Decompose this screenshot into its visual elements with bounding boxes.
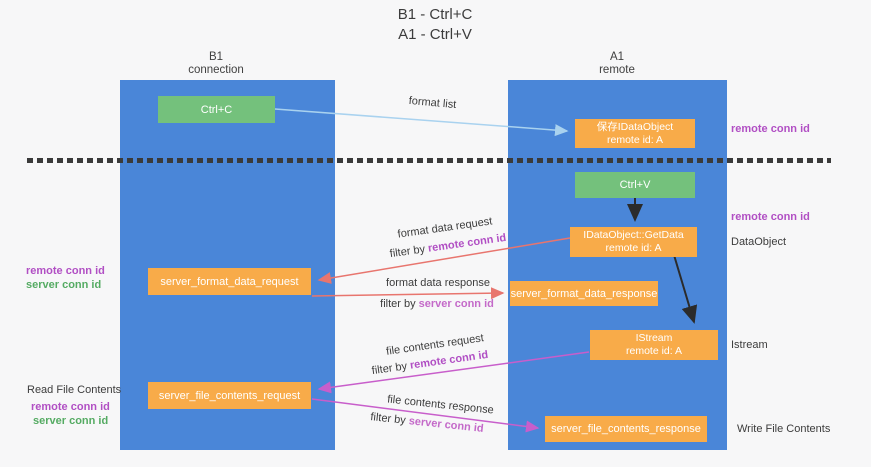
title-line-1: B1 - Ctrl+C <box>397 6 473 23</box>
node-server-format-data-response-label: server_format_data_response <box>510 287 658 300</box>
node-getdata-line2: remote id: A <box>605 242 662 254</box>
filter-key-server-conn-id: server conn id <box>418 298 494 310</box>
lane-header-a1: A1 remote <box>557 51 677 77</box>
annot-dataobject: DataObject <box>731 236 787 248</box>
annot-read-file-contents: Read File Contents <box>27 384 122 396</box>
annot-left-bottom-remote-conn-id: remote conn id <box>31 401 110 413</box>
node-server-file-contents-request-label: server_file_contents_request <box>158 389 301 402</box>
node-server-format-data-request: server_format_data_request <box>148 268 311 295</box>
edge-label-format-data-response-filter: filter by server conn id <box>372 298 502 310</box>
lane-b1-role: connection <box>188 64 244 76</box>
arrow-format-data-request <box>317 237 571 284</box>
node-server-format-data-request-label: server_format_data_request <box>160 275 299 288</box>
node-server-file-contents-response-label: server_file_contents_response <box>551 423 701 435</box>
node-istream-line1: IStream <box>635 332 673 344</box>
node-server-format-data-response: server_format_data_response <box>510 281 658 306</box>
node-idataobject-getdata: IDataObject::GetData remote id: A <box>570 227 697 257</box>
node-server-file-contents-request: server_file_contents_request <box>148 382 311 409</box>
arrow-format-data-response <box>311 287 505 300</box>
node-ctrl-c: Ctrl+C <box>158 96 275 123</box>
node-ctrl-c-label: Ctrl+C <box>200 103 233 116</box>
edge-label-format-data-response: format data response <box>386 277 490 289</box>
node-istream: IStream remote id: A <box>590 330 718 360</box>
dashed-divider <box>27 158 831 163</box>
annot-istream: Istream <box>731 339 768 351</box>
lane-header-b1: B1 connection <box>156 51 276 77</box>
title-line-2: A1 - Ctrl+V <box>398 26 472 43</box>
node-save-dataobject: 保存IDataObject remote id: A <box>575 119 695 148</box>
arrow-format-list <box>274 108 569 137</box>
lane-a1-name: A1 <box>609 51 625 63</box>
node-ctrl-v-label: Ctrl+V <box>619 179 651 191</box>
annot-write-file-contents: Write File Contents <box>737 423 831 435</box>
node-getdata-line1: IDataObject::GetData <box>583 229 684 241</box>
node-ctrl-v: Ctrl+V <box>575 172 695 198</box>
node-save-dataobject-line2: remote id: A <box>606 133 664 146</box>
annot-left-mid-server-conn-id: server conn id <box>26 279 102 291</box>
lane-a1-role: remote <box>599 64 635 76</box>
arrow-file-contents-response <box>311 398 540 433</box>
annot-left-mid-remote-conn-id: remote conn id <box>26 265 105 277</box>
lane-b1-name: B1 <box>208 51 224 63</box>
diagram-title: B1 - Ctrl+C A1 - Ctrl+V <box>330 5 540 45</box>
arrow-file-contents-request <box>317 351 590 394</box>
node-istream-line2: remote id: A <box>625 345 683 357</box>
arrow-getdata-to-istream <box>673 254 698 324</box>
filter-prefix: filter by <box>380 298 419 310</box>
node-save-dataobject-line1: 保存IDataObject <box>596 120 674 133</box>
annot-left-bottom-server-conn-id: server conn id <box>33 415 109 427</box>
node-server-file-contents-response: server_file_contents_response <box>545 416 707 442</box>
annot-remote-conn-id-top: remote conn id <box>731 123 810 135</box>
annot-remote-conn-id-mid: remote conn id <box>731 211 810 223</box>
